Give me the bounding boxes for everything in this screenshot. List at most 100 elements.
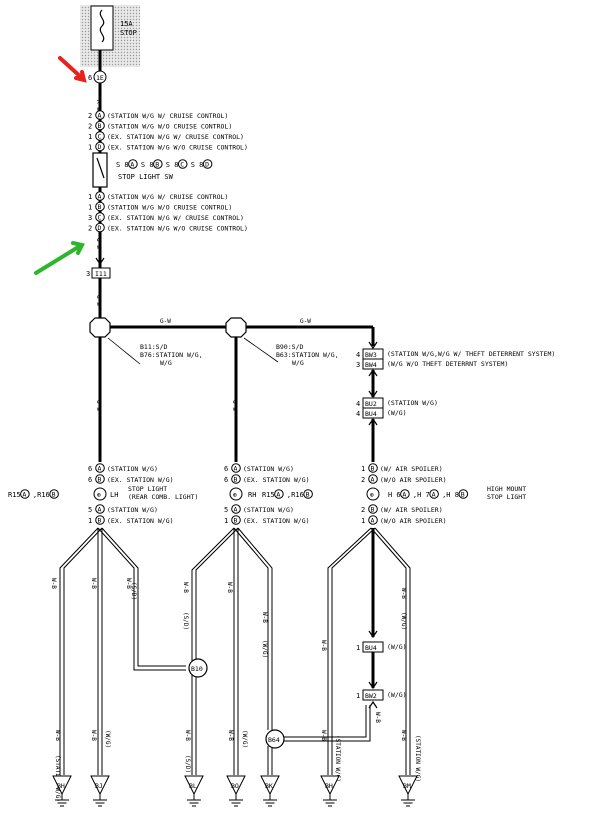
splice1-label-1: B11:S/D — [140, 343, 167, 351]
sw-below-1-pin-circle — [95, 201, 105, 212]
junction-b10-icon — [188, 658, 208, 678]
sw-above-3-pin-text: (EX. STATION W/G W/O CRUISE CONTROL) — [107, 144, 248, 152]
ground-icon: BH — [52, 775, 72, 807]
rh-top-1-pin-num: 6 — [224, 476, 228, 484]
lower-wire-label-4: W-B — [182, 582, 189, 593]
hm-code-letter-2: B — [461, 491, 465, 499]
lh-bot-1-pin-num: 1 — [88, 517, 92, 525]
conn-i11-pin: 3 — [86, 270, 90, 278]
switch-code-circle-0 — [128, 159, 138, 169]
conn-bu4b-pin: 1 — [356, 644, 360, 652]
lower-wire-label-20: W-B — [320, 730, 327, 741]
sw-above-2-pin-text: (EX. STATION W/G W/ CRUISE CONTROL) — [107, 133, 244, 141]
rh-code-circle-1 — [303, 489, 313, 499]
sw-above-2-pin-letter: C — [98, 133, 102, 141]
rh-bot-1-pin-circle — [231, 515, 241, 525]
sw-below-2-pin-num: 3 — [88, 214, 92, 222]
ground-label-6: BM — [403, 782, 411, 790]
conn-bu4b-text: (W/G) — [387, 643, 407, 651]
ground-triangle — [184, 775, 204, 796]
hm-top-0-pin-num: 1 — [361, 465, 365, 473]
bulb-icon — [229, 487, 243, 501]
conn-bw4-text: (W/G W/O THEFT DETERRNT SYSTEM) — [387, 360, 508, 368]
splice-2-icon — [225, 317, 247, 338]
hm-bot-1-pin-text: (W/O AIR SPOILER) — [380, 517, 447, 525]
lower-wire-label-21: (STATION W/G) — [334, 735, 341, 782]
ground-icon: BJ — [90, 775, 110, 807]
ground-triangle — [52, 775, 72, 796]
hm-bot-1-pin-circle — [368, 515, 378, 525]
sw-below-3-pin-text: (EX. STATION W/G W/O CRUISE CONTROL) — [107, 225, 248, 233]
ground-triangle — [320, 775, 340, 796]
splice-1-icon — [89, 317, 111, 338]
sw-below-1-pin-text: (STATION W/G W/O CRUISE CONTROL) — [107, 204, 232, 212]
wire-gw-v3: G-W — [231, 400, 238, 411]
bulb-glyph: ⊕ — [370, 491, 374, 499]
ground-icon: BK — [260, 775, 280, 807]
sw-above-0-pin-circle — [95, 110, 105, 120]
lower-wire-label-10: W-B — [400, 588, 407, 599]
switch-label: STOP LIGHT SW — [118, 173, 174, 181]
sw-below-3-pin-letter: D — [98, 224, 102, 232]
sw-below-0-pin-text: (STATION W/G W/ CRUISE CONTROL) — [107, 193, 228, 201]
rh-top-1-pin-circle — [231, 474, 241, 484]
lh-top-1-pin-num: 6 — [88, 476, 92, 484]
junction-b64-icon — [265, 729, 285, 749]
lh-bot-1-pin-circle — [95, 515, 105, 525]
conn-1e-circle — [93, 70, 107, 84]
lower-wire-label-12: W-B — [54, 730, 61, 741]
ground-triangle — [226, 775, 246, 796]
lower-wire-label-15: (W/G) — [104, 730, 111, 748]
ground-wiring — [59, 527, 411, 775]
hm-code-letter-0: A — [402, 491, 406, 499]
lh-bot-0-pin-text: (STATION W/G) — [107, 506, 158, 514]
lower-wire-label-6: W-B — [226, 582, 233, 593]
sw-above-3-pin-num: 1 — [88, 144, 92, 152]
lower-wire-label-3: (S/D) — [130, 582, 137, 600]
conn-bw3: BW3 — [365, 351, 377, 359]
conn-bw2-box — [362, 689, 384, 701]
lh-bot-1-pin-text: (EX. STATION W/G) — [107, 517, 174, 525]
sw-below-0-pin-circle — [95, 191, 105, 201]
hm-bot-0-pin-text: (W/ AIR SPOILER) — [380, 506, 443, 514]
conn-1e: 1E — [96, 74, 104, 82]
lower-wire-label-14: W-B — [90, 730, 97, 741]
lower-wire-label-18: W-B — [227, 730, 234, 741]
wire-rw-label: R-W — [95, 100, 102, 111]
rh-code-letter-0: A — [276, 491, 280, 499]
rh-top-0-pin-num: 6 — [224, 465, 228, 473]
lh-code-circle-1 — [49, 489, 59, 499]
hm-code-1: ,H 7 — [413, 491, 430, 499]
lh-bot-1-pin-letter: B — [98, 517, 102, 525]
lower-wire-label-17: (S/D) — [184, 755, 191, 773]
rh-top-0-pin-circle — [231, 463, 241, 473]
conn-bw3-text: (STATION W/G,W/G W/ THEFT DETERRENT SYST… — [387, 350, 555, 358]
conn-i11: I11 — [95, 270, 107, 278]
hm-code-letter-1: A — [432, 491, 436, 499]
lower-wire-label-0: W-B — [50, 578, 57, 589]
switch-code-1: S 8 — [141, 161, 154, 169]
switch-code-circle-2 — [177, 159, 188, 169]
hm-top-1-pin-circle — [368, 474, 378, 484]
lower-wire-label-2: W-B — [90, 578, 97, 589]
conn-bu2-text: (STATION W/G) — [387, 399, 438, 407]
lower-wire-label-11: (W/G) — [400, 612, 407, 630]
ground-label-2: BL — [189, 782, 197, 790]
ground-icon: BH — [320, 775, 340, 807]
conn-bu4b: BU4 — [365, 644, 377, 652]
hm-bot-0-pin-num: 2 — [361, 506, 365, 514]
fuse-element-icon — [99, 9, 105, 43]
lh-code-circle-0 — [20, 489, 30, 499]
rh-code-circle-0 — [274, 489, 284, 499]
arrow-down-icon — [368, 341, 378, 350]
lower-wire-label-23: (STATION W/G) — [414, 735, 421, 782]
ground-label-5: BH — [325, 782, 333, 790]
sw-above-3-pin-letter: D — [98, 143, 102, 151]
sw-below-0-pin-letter: A — [98, 193, 102, 201]
stop-light-switch-icon — [92, 152, 108, 188]
lh-bot-0-pin-letter: A — [98, 506, 102, 514]
